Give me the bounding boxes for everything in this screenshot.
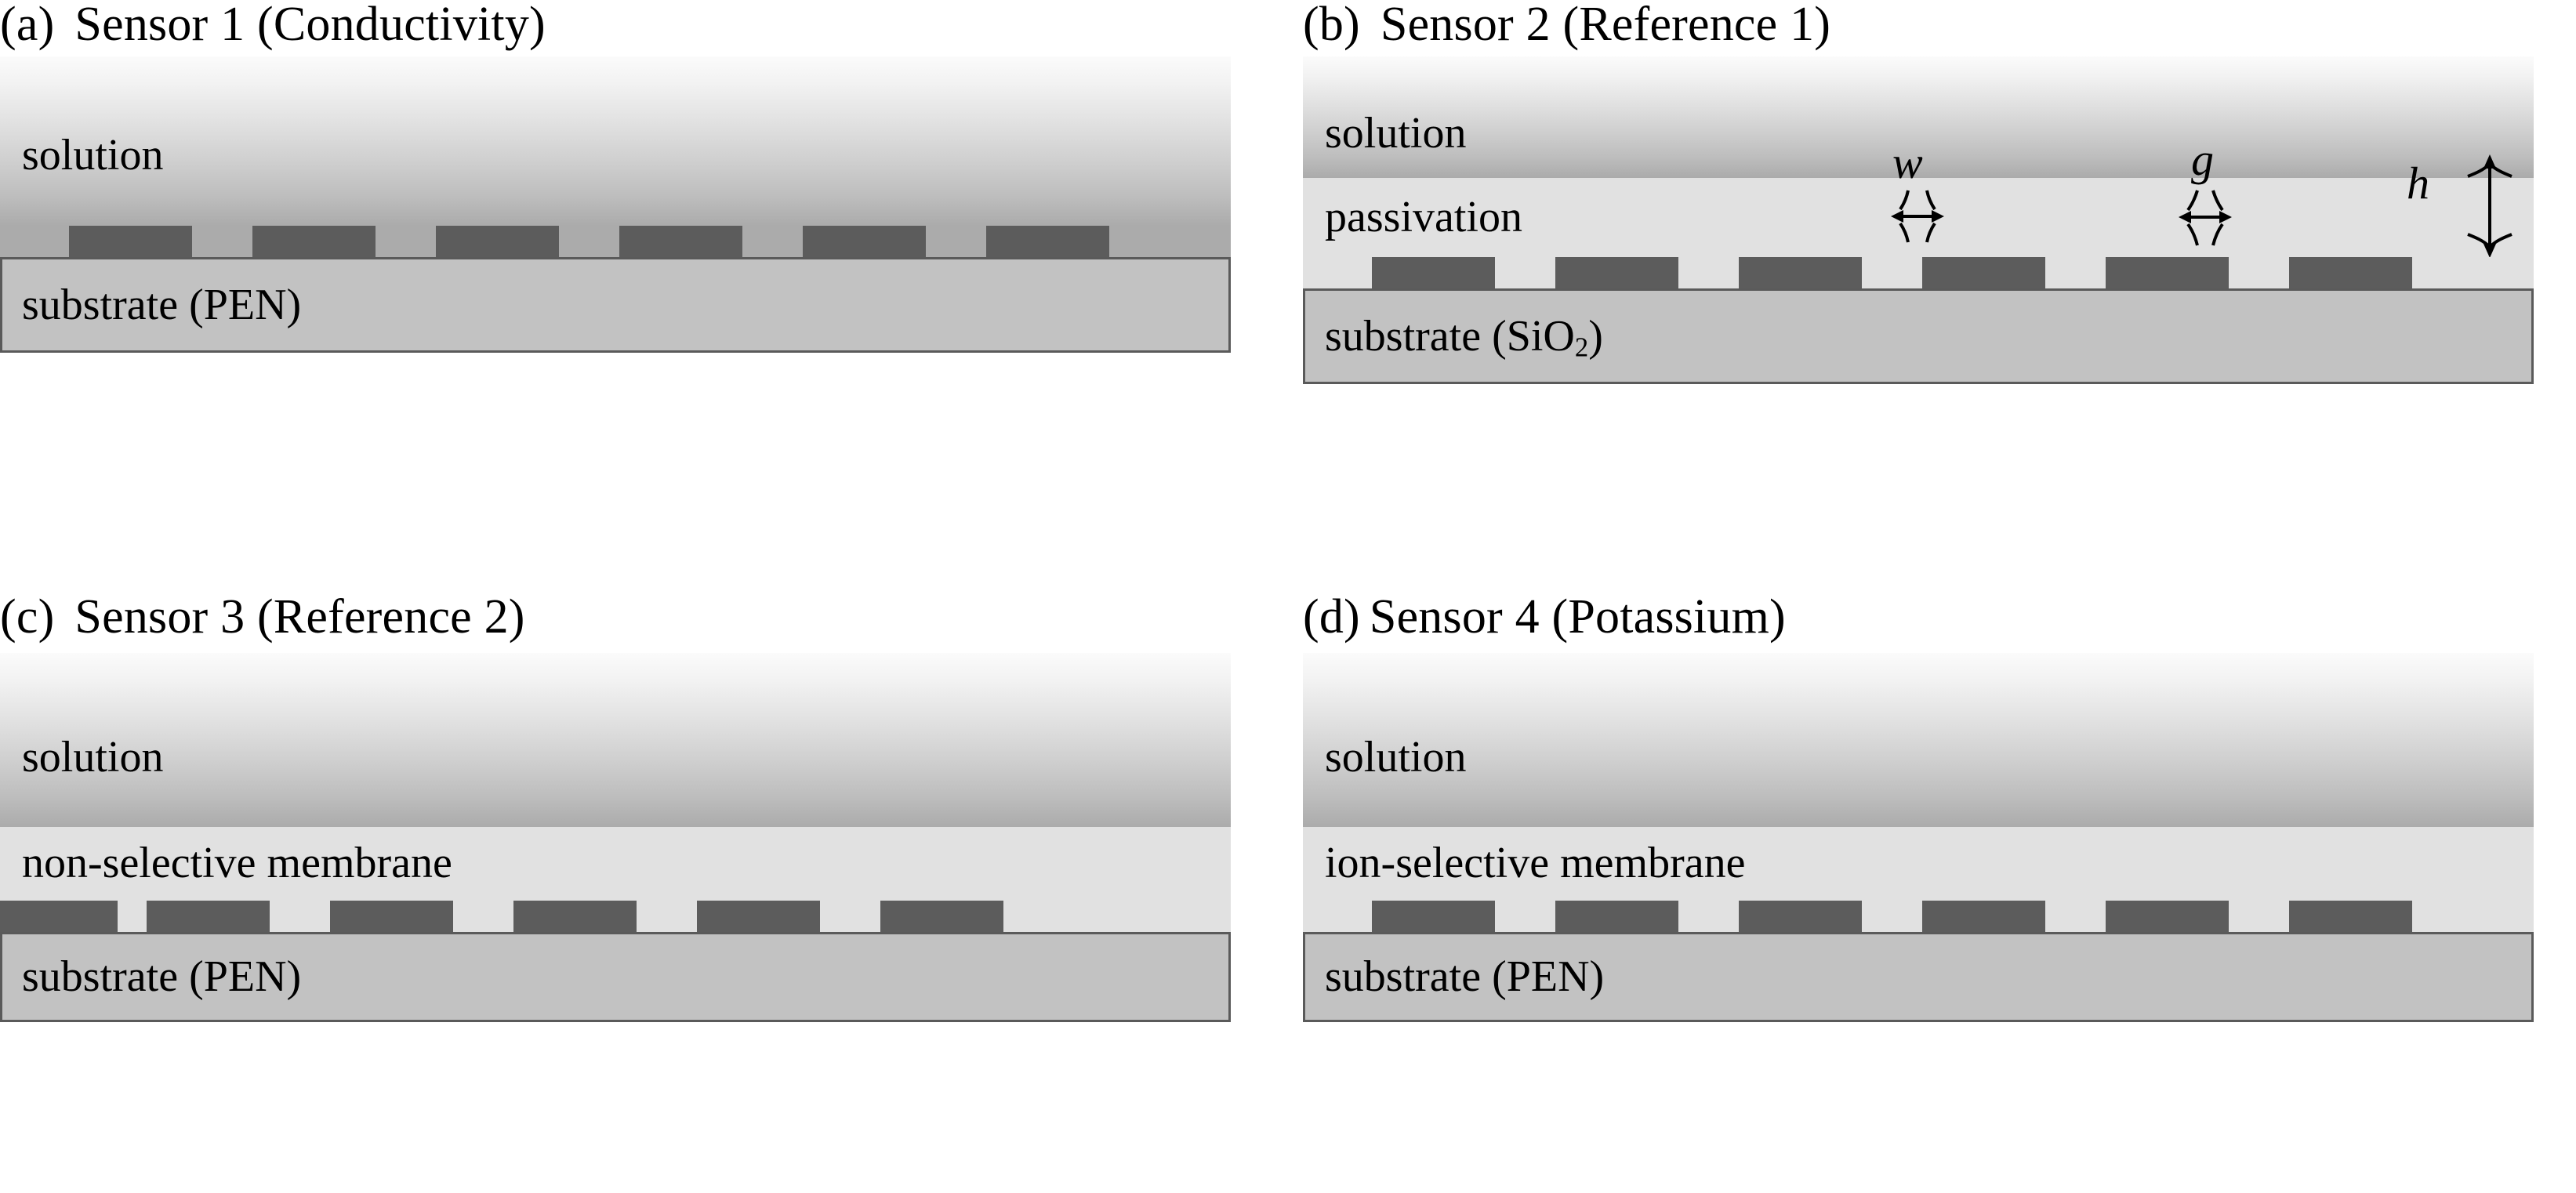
electrode <box>1739 257 1862 288</box>
electrode <box>803 226 926 257</box>
electrode <box>330 901 453 932</box>
electrode <box>697 901 820 932</box>
electrode <box>2289 901 2412 932</box>
electrode <box>252 226 376 257</box>
panel-a-solution-layer: solution <box>0 56 1231 226</box>
panel-d-membrane-label: ion-selective membrane <box>1325 839 1746 887</box>
panel-b-substrate-label-text: substrate (SiO <box>1325 312 1575 361</box>
dimension-g: g <box>2153 137 2295 259</box>
electrode <box>69 226 192 257</box>
panel-b-electrode-band <box>1303 257 2534 288</box>
panel-a-electrode-row <box>0 226 1231 257</box>
panel-b-substrate-label-subscript: 2 <box>1574 332 1589 363</box>
panel-d-substrate-label: substrate (PEN) <box>1325 952 1605 1001</box>
panel-d-stack: solution ion-selective membrane substrat… <box>1303 653 2534 1022</box>
electrode <box>619 226 742 257</box>
panel-b-substrate-layer: substrate (SiO2) <box>1303 288 2534 384</box>
panel-c-electrode-band <box>0 901 1231 932</box>
panel-d-caption: (d)Sensor 4 (Potassium) <box>1303 593 1786 641</box>
panel-b-solution-label: solution <box>1325 109 1467 158</box>
panel-d-solution-layer: solution <box>1303 653 2534 827</box>
dimension-w: w <box>1852 140 2008 258</box>
electrode <box>2106 901 2229 932</box>
panel-d-electrode-row <box>1303 901 2534 932</box>
electrode <box>1739 901 1862 932</box>
panel-c-stack: solution non-selective membrane substrat… <box>0 653 1231 1022</box>
panel-b-passivation-layer: passivation w g <box>1303 137 2534 258</box>
electrode <box>986 226 1109 257</box>
panel-a-solution-electrode-band <box>0 226 1231 257</box>
dimension-g-arrow-icon <box>2179 190 2232 246</box>
panel-c-electrode-row <box>0 901 1231 932</box>
electrode <box>1372 901 1495 932</box>
electrode <box>1372 257 1495 288</box>
panel-c-solution-layer: solution <box>0 653 1231 827</box>
panel-c-solution-label: solution <box>22 733 164 781</box>
electrode <box>1555 257 1678 288</box>
panel-b-tag: (b) <box>1303 0 1360 51</box>
electrode <box>1922 257 2045 288</box>
panel-a-caption: (a) Sensor 1 (Conductivity) <box>0 0 546 49</box>
electrode <box>2106 257 2229 288</box>
electrode <box>880 901 1003 932</box>
panel-c-caption: (c) Sensor 3 (Reference 2) <box>0 593 525 641</box>
panel-b-electrode-row <box>1303 257 2534 288</box>
panel-d-membrane-layer: ion-selective membrane <box>1303 827 2534 901</box>
panel-d-solution-label: solution <box>1325 733 1467 781</box>
panel-c-membrane-layer: non-selective membrane <box>0 827 1231 901</box>
dimension-h: h <box>2400 143 2534 261</box>
panel-b-substrate-label: substrate (SiO2) <box>1325 314 1603 361</box>
panel-c-title: Sensor 3 (Reference 2) <box>74 590 525 644</box>
electrode <box>2289 257 2412 288</box>
panel-d-tag: (d) <box>1303 590 1360 644</box>
panel-b-stack: solution passivation w <box>1303 56 2534 384</box>
dimension-h-arrow-icon <box>2467 154 2513 258</box>
panel-a-tag: (a) <box>0 0 55 51</box>
dimension-h-symbol: h <box>2407 158 2429 209</box>
dimension-g-symbol: g <box>2191 134 2214 185</box>
panel-b-caption: (b) Sensor 2 (Reference 1) <box>1303 0 1830 49</box>
electrode <box>0 901 118 932</box>
panel-c-substrate-label: substrate (PEN) <box>22 952 302 1001</box>
panel-b-substrate-label-tail: ) <box>1588 312 1603 361</box>
panel-a-solution-label: solution <box>22 131 164 179</box>
panel-c-substrate-layer: substrate (PEN) <box>0 932 1231 1022</box>
panel-a-stack: solution substrate (PEN) <box>0 56 1231 353</box>
panel-d-title: Sensor 4 (Potassium) <box>1369 590 1786 644</box>
panel-d-substrate-layer: substrate (PEN) <box>1303 932 2534 1022</box>
panel-c-membrane-label: non-selective membrane <box>22 839 452 887</box>
panel-b-title: Sensor 2 (Reference 1) <box>1380 0 1831 51</box>
electrode <box>436 226 559 257</box>
panel-b-solution-layer: solution <box>1303 56 2534 178</box>
dimension-w-symbol: w <box>1892 137 1923 188</box>
panel-d-electrode-band <box>1303 901 2534 932</box>
panel-a-title: Sensor 1 (Conductivity) <box>74 0 546 51</box>
electrode <box>513 901 637 932</box>
panel-a-substrate-label: substrate (PEN) <box>22 281 302 329</box>
electrode <box>147 901 270 932</box>
electrode <box>1555 901 1678 932</box>
panel-a-substrate-layer: substrate (PEN) <box>0 257 1231 353</box>
panel-c-tag: (c) <box>0 590 55 644</box>
dimension-w-arrow-icon <box>1891 190 1944 243</box>
electrode <box>1922 901 2045 932</box>
panel-b-passivation-label: passivation <box>1325 193 1522 241</box>
